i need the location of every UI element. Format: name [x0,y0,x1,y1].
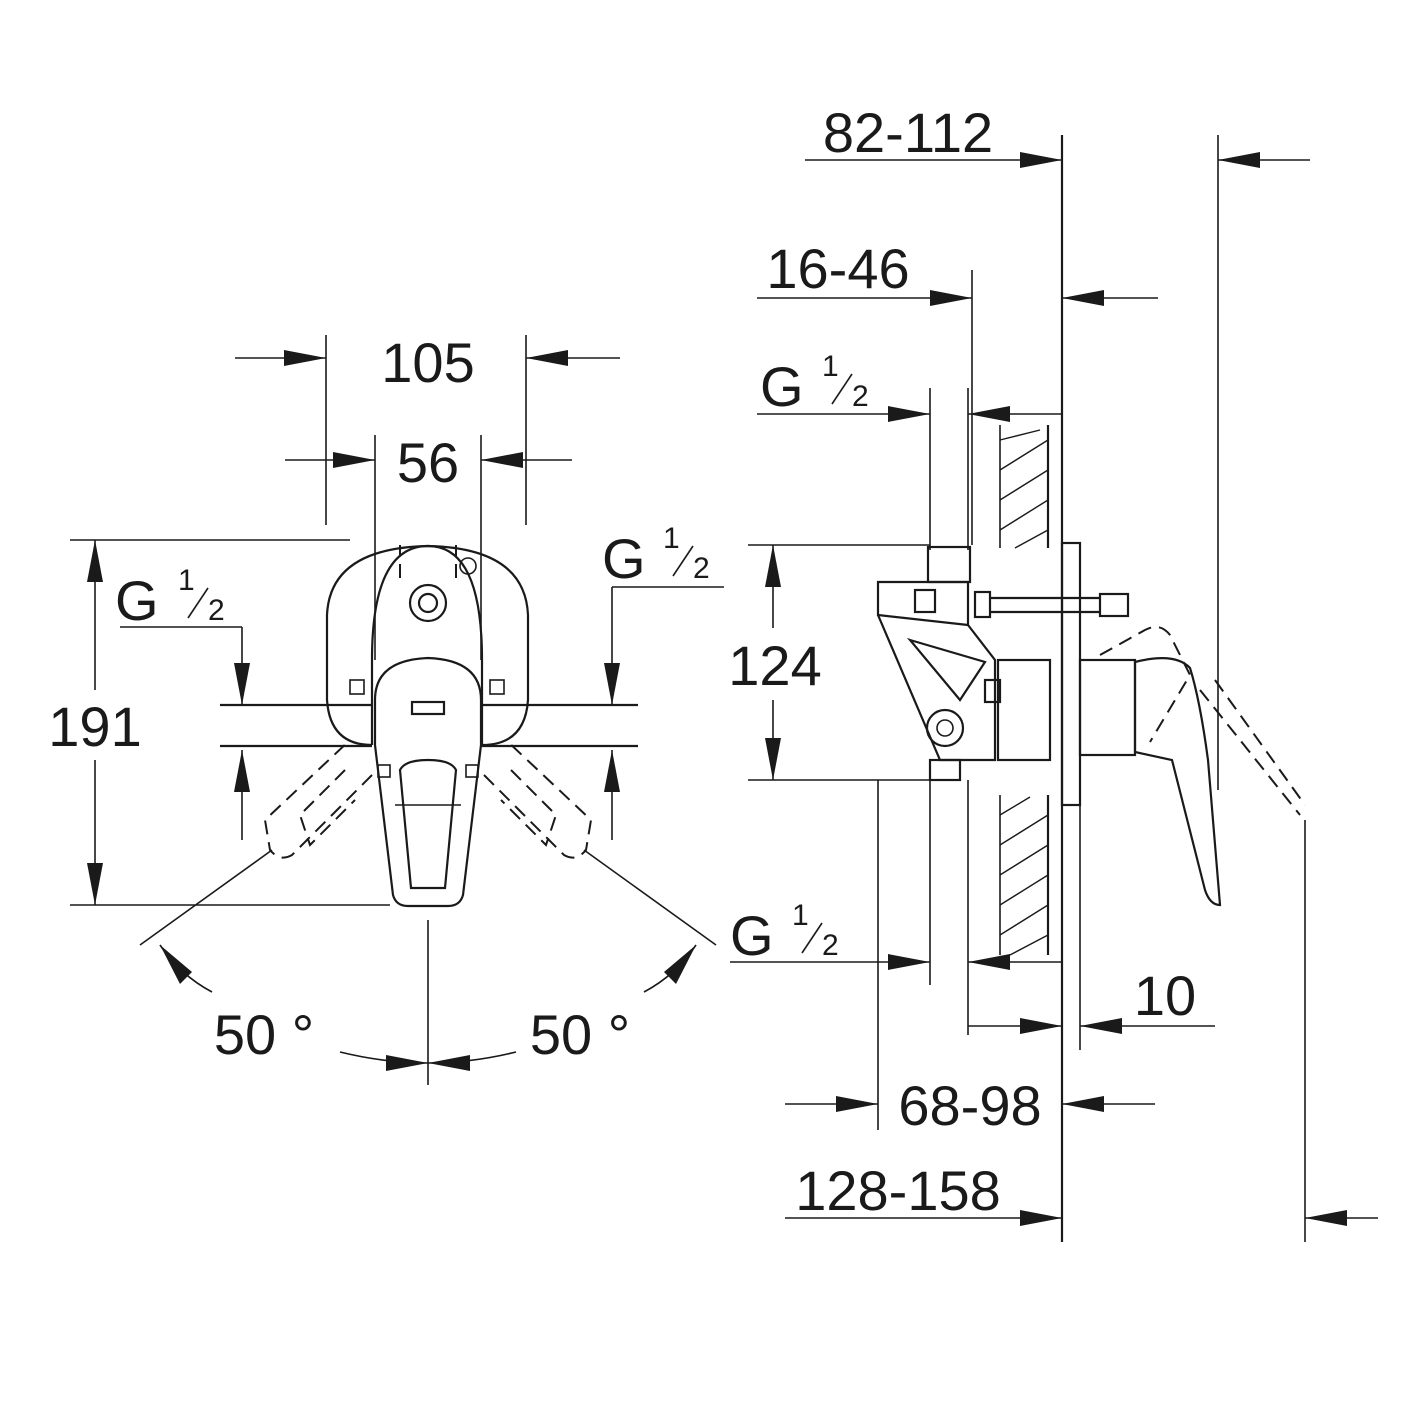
wall-section-bottom [999,795,1050,956]
escutcheon-plate [370,544,484,745]
svg-text:2: 2 [852,380,869,413]
svg-text:1: 1 [792,899,809,932]
front-view: 105 56 191 G 1 2 [48,331,724,1085]
thread-left-label: G 1 2 [115,564,225,632]
dim-124-label: 124 [728,634,821,697]
svg-text:2: 2 [822,929,839,962]
mounting-plate [1060,541,1082,807]
dim-16-46-label: 16-46 [766,237,909,300]
lever-position-right [483,739,593,859]
svg-text:G: G [602,527,646,590]
svg-text:G: G [760,355,804,418]
side-view: 82-112 16-46 G 1 2 [728,101,1378,1242]
thread-top-label: G 1 2 [760,350,869,418]
thread-bottom-label: G 1 2 [730,899,839,967]
dim-82-112-label: 82-112 [823,101,993,164]
lever-side [1078,625,1306,907]
dim-191-label: 191 [48,695,141,758]
valve-body [876,545,1130,782]
dim-105-arrows [235,350,620,366]
svg-text:1: 1 [822,350,839,383]
wall-section-top [999,425,1050,549]
cartridge-ring [408,583,448,623]
angle-right-label: 50 ° [530,1003,630,1066]
lever-handle [373,656,483,908]
dim-10-label: 10 [1134,964,1196,1027]
angle-left-label: 50 ° [214,1003,314,1066]
dim-191-arrows [70,539,390,906]
lever-position-left [263,739,373,859]
svg-text:G: G [115,569,159,632]
dim-105-label: 105 [381,331,474,394]
svg-text:G: G [730,904,774,967]
thread-right-label: G 1 2 [602,522,710,590]
svg-text:1: 1 [178,564,195,597]
dim-56-arrows [285,452,572,468]
dim-128-158-label: 128-158 [795,1159,1001,1222]
svg-text:2: 2 [693,552,710,585]
svg-text:1: 1 [663,522,680,555]
dim-68-98-label: 68-98 [898,1074,1041,1137]
dim-56-label: 56 [397,431,459,494]
svg-text:2: 2 [208,594,225,627]
